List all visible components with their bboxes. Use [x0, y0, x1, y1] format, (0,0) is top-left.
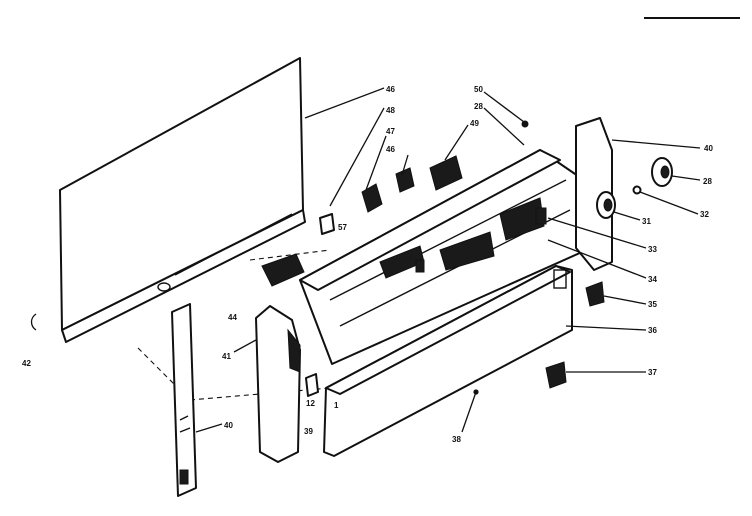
lower-trim-panel [323, 265, 573, 457]
part-label: 38 [452, 435, 461, 444]
part-label: 34 [648, 275, 657, 284]
part-label: 28 [703, 177, 712, 186]
part-label: 31 [642, 217, 651, 226]
small-parts [30, 120, 642, 397]
left-end-cap [255, 305, 301, 463]
part-labels: 46 48 47 46 49 57 50 28 40 28 31 32 33 3… [22, 85, 713, 444]
part-label: 50 [474, 85, 483, 94]
part-label: 37 [648, 368, 657, 377]
part-label: 46 [386, 85, 395, 94]
part-label: 39 [304, 427, 313, 436]
part-label: 41 [222, 352, 231, 361]
knob [651, 157, 673, 187]
part-label: 32 [700, 210, 709, 219]
part-label: 47 [386, 127, 395, 136]
part-label: 46 [386, 145, 395, 154]
leader-lines [195, 87, 701, 433]
part-label: 49 [470, 119, 479, 128]
part-label: 36 [648, 326, 657, 335]
part-label: 57 [338, 223, 347, 232]
part-label: 33 [648, 245, 657, 254]
part-label: 40 [704, 144, 713, 153]
back-panel [59, 57, 306, 343]
part-label: 40 [224, 421, 233, 430]
left-side-bracket [171, 303, 197, 497]
part-label: 28 [474, 102, 483, 111]
part-label: 42 [22, 359, 31, 368]
part-label: 12 [306, 399, 315, 408]
part-label: 1 [334, 401, 339, 410]
part-label: 48 [386, 106, 395, 115]
control-panel-body [299, 149, 583, 365]
part-label: 35 [648, 300, 657, 309]
part-label: 44 [228, 313, 237, 322]
right-end-cap [575, 117, 616, 271]
